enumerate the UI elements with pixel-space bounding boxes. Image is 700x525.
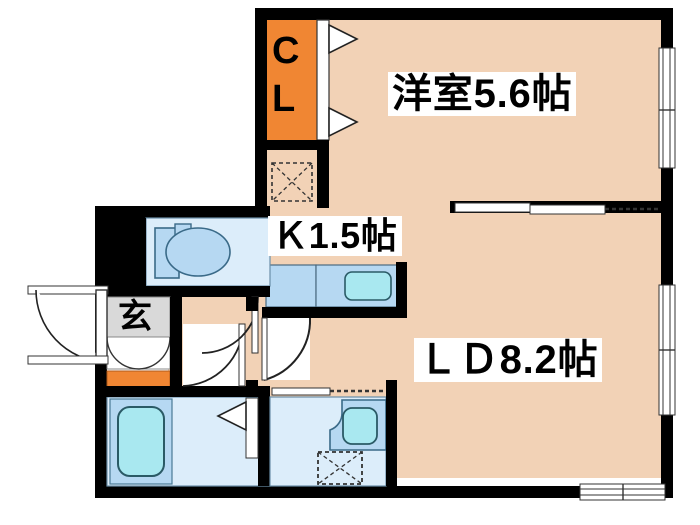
washbasin-bowl: [342, 407, 378, 445]
toilet-room: [107, 217, 271, 297]
closet-label-l: L: [272, 78, 296, 120]
closet-folding-door[interactable]: [328, 106, 359, 138]
wall-bottom: [95, 486, 673, 498]
wall-washroom-right: [386, 386, 397, 486]
closet-fill: [267, 20, 317, 140]
washer-space-x2: [317, 451, 363, 485]
wall-hall-bath-joint: [246, 380, 258, 397]
hall-door-white: [183, 324, 243, 386]
room-label-living-dining: ＬＤ8.2帖: [414, 338, 603, 382]
room-label-kitchen: Ｋ1.5帖: [268, 216, 402, 256]
closet-folding-door[interactable]: [328, 23, 359, 55]
bathroom-door-track: [245, 397, 259, 459]
closet-label-c: C: [272, 30, 300, 72]
sliding-panel-b[interactable]: [529, 204, 606, 215]
connector-walls: [246, 297, 397, 397]
upper-storage-dashed: [271, 162, 313, 202]
washer-space-x1: [317, 451, 363, 485]
partition-sliding-door[interactable]: [450, 201, 661, 215]
genkan-step-white: [106, 336, 171, 370]
closet-cl: [262, 19, 359, 150]
wall-toilet-left-black: [107, 218, 146, 286]
wall-sanitary-top: [95, 206, 270, 218]
wall-hall-kitchen: [246, 297, 258, 311]
upper-storage: [267, 150, 329, 208]
sliding-panel-a[interactable]: [454, 202, 531, 213]
wall-kitchen-counter-bottom: [262, 307, 407, 318]
entrance-door-swing: [35, 289, 105, 363]
counter-left: [265, 264, 317, 308]
wall-bath-top: [95, 386, 270, 397]
kitchen-door-swing: [263, 317, 312, 381]
entrance-label: 玄: [118, 298, 152, 336]
entrance-door-leaf[interactable]: [95, 289, 108, 363]
wall-toilet-bottom: [107, 286, 270, 297]
closet-door-track: [316, 19, 330, 141]
room-label-western-room: 洋室5.6帖: [388, 72, 577, 116]
window-ld-east: [658, 284, 676, 416]
entrance-door[interactable]: [27, 285, 109, 365]
closet-frame-bottom: [262, 140, 329, 150]
wall-ld-washroom: [386, 380, 397, 397]
toilet-bowl: [165, 227, 231, 277]
hall-door-leaf[interactable]: [238, 323, 246, 387]
washroom: [269, 386, 397, 487]
wall-top: [255, 8, 673, 20]
kitchen-door-leaf[interactable]: [261, 317, 268, 381]
upper-storage-x1: [271, 162, 313, 202]
wall-left-upper: [255, 8, 267, 168]
wall-bath-right: [258, 397, 270, 486]
washroom-door-panel[interactable]: [271, 387, 331, 396]
genkan-inner-door[interactable]: [138, 336, 171, 370]
wall-kitchen-right: [396, 262, 407, 318]
bathtub: [117, 406, 165, 477]
wall-genkan-right: [170, 297, 182, 389]
wall-kitchen-left: [255, 168, 267, 220]
hall-washroom-door[interactable]: [182, 323, 246, 387]
window-frame: [658, 47, 676, 169]
washing-machine-space: [317, 451, 363, 485]
wall-storage-right: [317, 150, 329, 208]
kitchen-sink: [344, 271, 392, 301]
upper-storage-x2: [271, 162, 313, 202]
entrance-door-frame-top: [27, 285, 109, 295]
window-ld-south: [579, 483, 666, 501]
bathroom: [95, 386, 271, 487]
bathroom-door[interactable]: [216, 400, 247, 432]
kitchen-counter: [262, 262, 407, 318]
kitchen-door[interactable]: [261, 317, 312, 381]
entrance-threshold: [27, 355, 109, 365]
window-bedroom-east: [658, 47, 676, 169]
